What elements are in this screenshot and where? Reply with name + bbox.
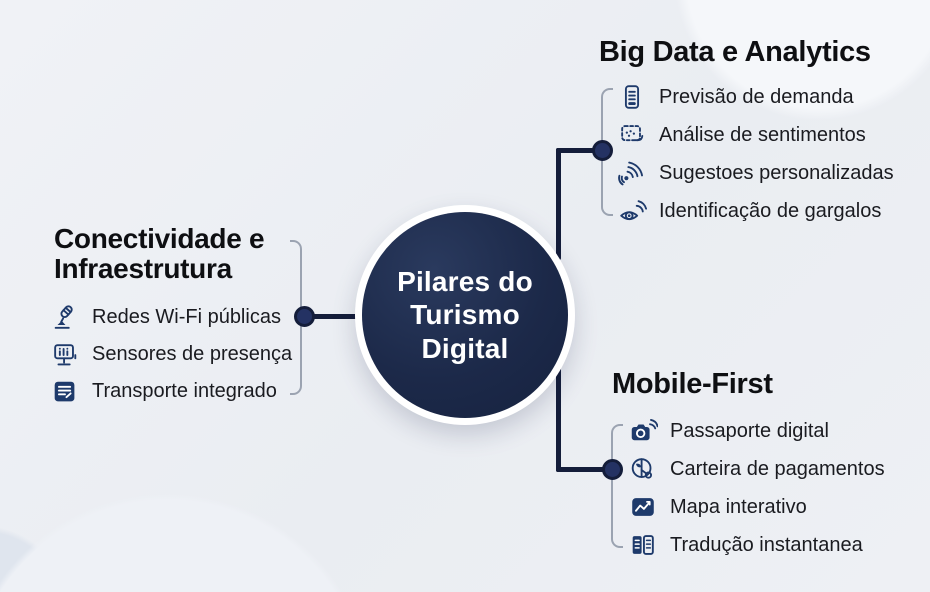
item-label: Passaporte digital — [670, 419, 829, 442]
item-label: Carteira de pagamentos — [670, 457, 885, 480]
connector-bottomright-horizontal-line — [556, 467, 614, 472]
phone-report-icon — [617, 82, 647, 112]
document-lines-icon — [50, 377, 80, 407]
list-item: Identificação de gargalos — [617, 192, 894, 230]
branch-title-line: Infraestrutura — [54, 253, 232, 284]
branch-items-mobile: Passaporte digital Carteira de pagamento… — [628, 412, 885, 564]
list-item: Carteira de pagamentos — [628, 450, 885, 488]
central-title-line-2: Turismo — [410, 299, 520, 331]
item-label: Tradução instantanea — [670, 533, 863, 556]
branch-items-bigdata: Previsão de demanda Análise de sentiment… — [617, 78, 894, 230]
branch-title-mobile: Mobile-First — [612, 368, 773, 400]
sensor-monitor-icon — [50, 340, 80, 370]
list-item: Redes Wi-Fi públicas — [50, 299, 292, 336]
camera-wifi-icon — [628, 416, 658, 446]
map-chart-icon — [628, 492, 658, 522]
list-item: Tradução instantanea — [628, 526, 885, 564]
connector-left-line — [303, 314, 363, 319]
signal-waves-icon — [617, 158, 647, 188]
central-title-line-3: Digital — [421, 332, 509, 364]
list-item: Sugestoes personalizadas — [617, 154, 894, 192]
item-label: Previsão de demanda — [659, 85, 854, 108]
eye-signal-icon — [617, 196, 647, 226]
list-item: Previsão de demanda — [617, 78, 894, 116]
item-label: Redes Wi-Fi públicas — [92, 306, 281, 328]
connector-dot-left — [294, 306, 315, 327]
branch-items-conectividade: Redes Wi-Fi públicas Sensores de presenç… — [50, 299, 292, 410]
branch-title-line: Conectividade e — [54, 223, 265, 254]
item-label: Análise de sentimentos — [659, 123, 866, 146]
central-node-circle: Pilares do Turismo Digital — [362, 212, 568, 418]
list-item: Análise de sentimentos — [617, 116, 894, 154]
list-item: Passaporte digital — [628, 412, 885, 450]
item-label: Identificação de gargalos — [659, 199, 882, 222]
item-label: Transporte integrado — [92, 380, 277, 402]
connector-dot-topright — [592, 140, 613, 161]
central-node-title: Pilares do Turismo Digital — [397, 265, 533, 364]
chat-dots-icon — [617, 120, 647, 150]
network-route-icon — [628, 454, 658, 484]
central-node: Pilares do Turismo Digital — [355, 205, 575, 425]
connector-topright-horizontal-line — [556, 148, 606, 153]
branch-title-bigdata: Big Data e Analytics — [599, 36, 871, 68]
open-book-icon — [628, 530, 658, 560]
pen-stand-icon — [50, 303, 80, 333]
item-label: Sugestoes personalizadas — [659, 161, 894, 184]
item-label: Sensores de presença — [92, 343, 293, 365]
list-item: Mapa interativo — [628, 488, 885, 526]
connector-topright-vertical-line — [556, 148, 561, 260]
item-label: Mapa interativo — [670, 495, 807, 518]
bracket-mobile-branch — [611, 424, 623, 548]
branch-title-conectividade: Conectividade e Infraestrutura — [54, 223, 265, 284]
connector-bottomright-vertical-line — [556, 368, 561, 472]
connector-dot-bottomright — [602, 459, 623, 480]
list-item: Sensores de presença — [50, 336, 292, 373]
central-title-line-1: Pilares do — [397, 266, 533, 298]
list-item: Transporte integrado — [50, 373, 292, 410]
